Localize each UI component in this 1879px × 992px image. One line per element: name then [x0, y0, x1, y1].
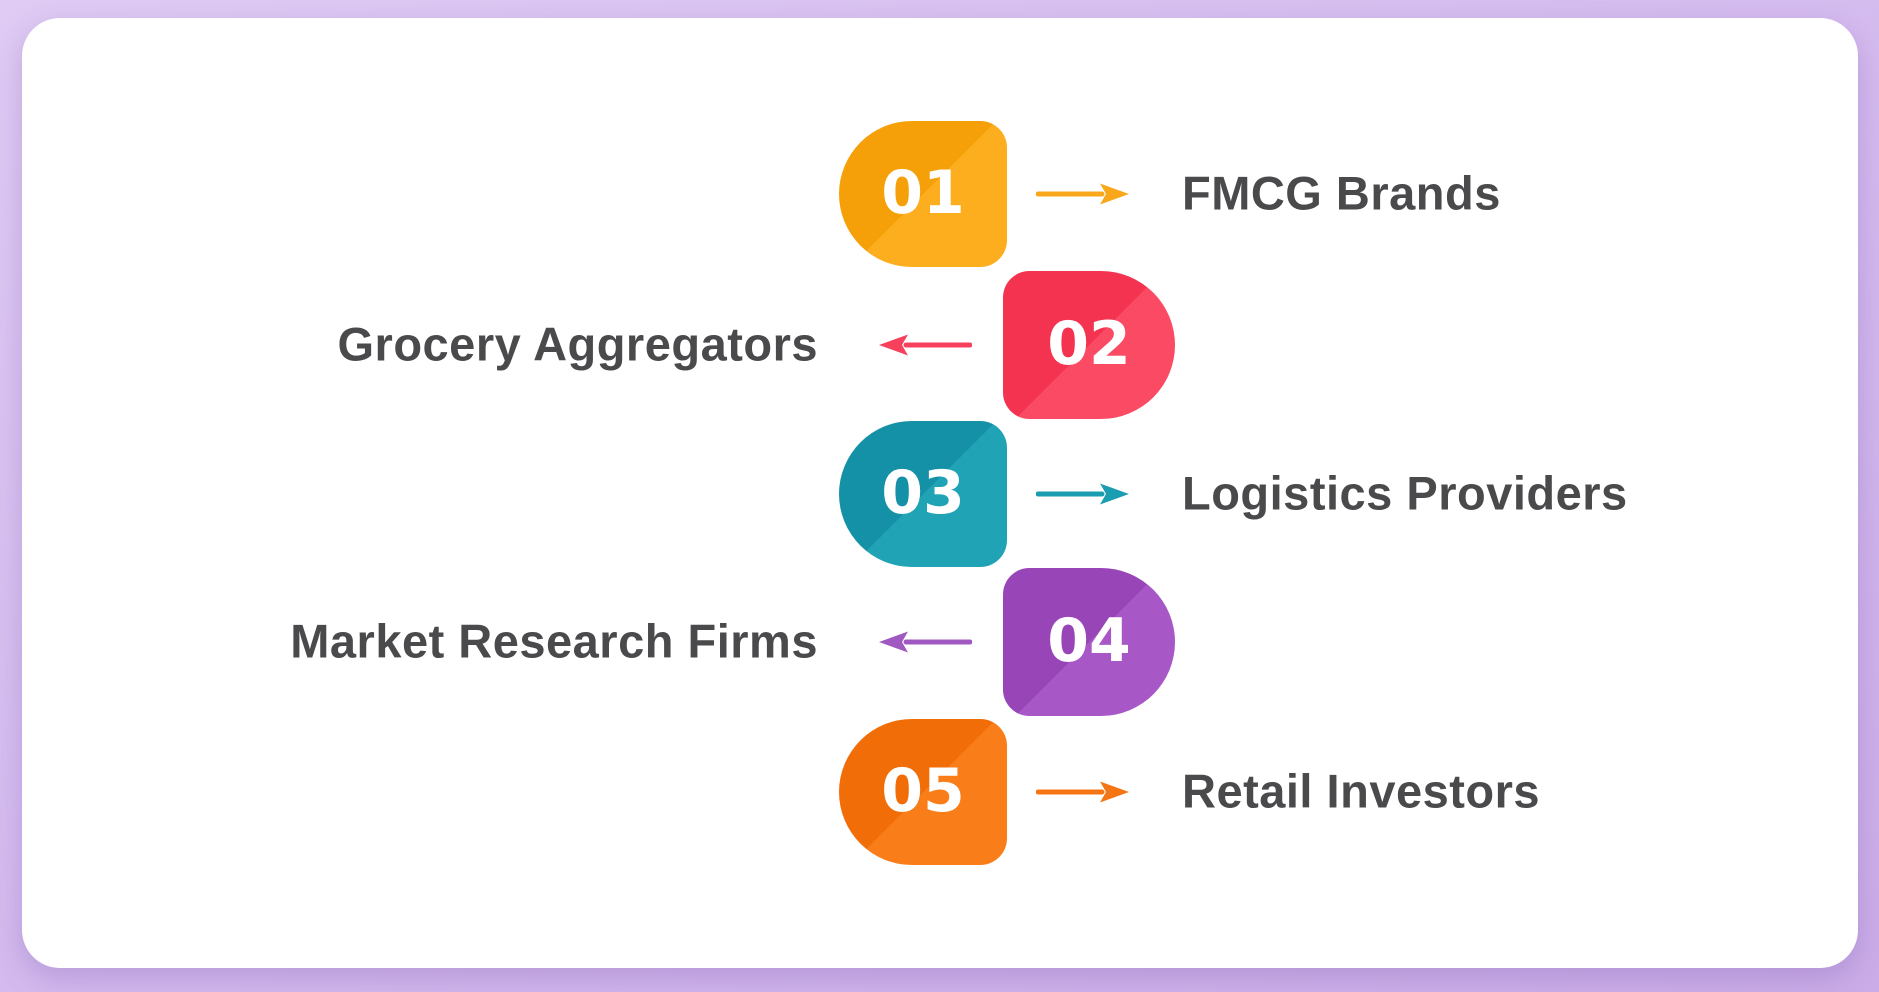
arrow-right-icon [1036, 481, 1130, 507]
step-number-03: 03 [881, 458, 965, 528]
step-badge-05: 05 [839, 719, 1007, 865]
step-label-grocery-aggregators: Grocery Aggregators [337, 317, 818, 371]
step-label-retail-investors: Retail Investors [1182, 764, 1541, 818]
step-number-04: 04 [1047, 606, 1131, 676]
step-number-05: 05 [881, 756, 965, 826]
step-badge-02: 02 [1003, 271, 1175, 419]
step-badge-04: 04 [1003, 568, 1175, 716]
step-number-01: 01 [881, 158, 965, 228]
step-label-logistics-providers: Logistics Providers [1182, 466, 1628, 520]
step-number-02: 02 [1047, 309, 1131, 379]
arrow-right-icon [1036, 779, 1130, 805]
arrow-right-icon [1036, 181, 1130, 207]
step-badge-03: 03 [839, 421, 1007, 567]
arrow-left-icon [878, 629, 972, 655]
step-label-fmcg-brands: FMCG Brands [1182, 166, 1501, 220]
arrow-left-icon [878, 332, 972, 358]
step-label-market-research-firms: Market Research Firms [290, 614, 818, 668]
step-badge-01: 01 [839, 121, 1007, 267]
